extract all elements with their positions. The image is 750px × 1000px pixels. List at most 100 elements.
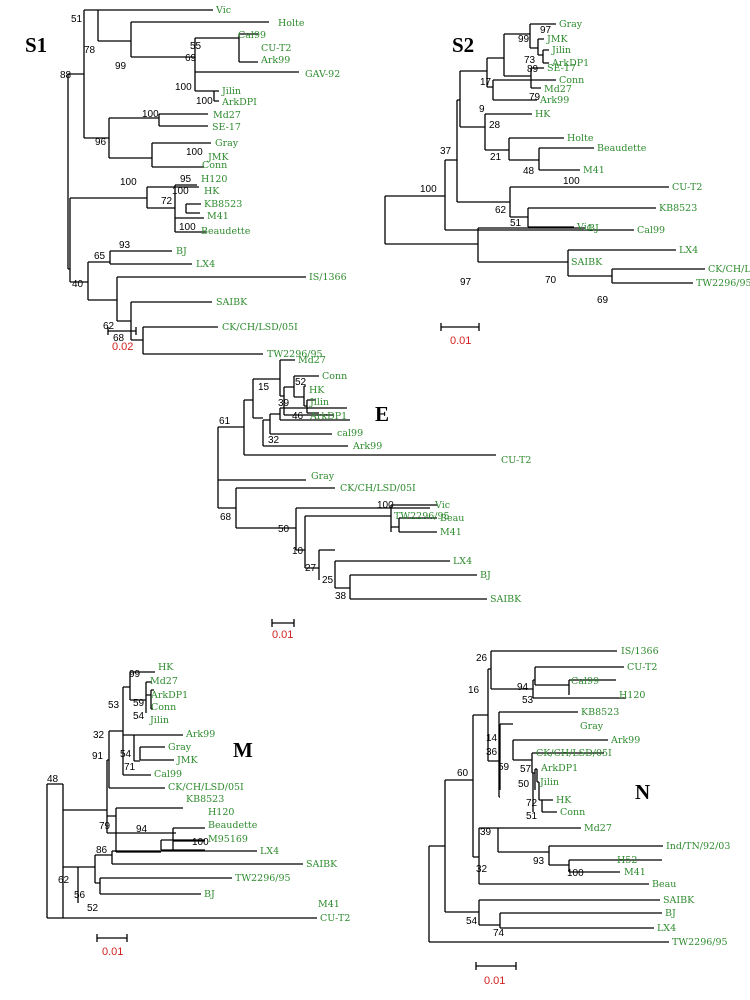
leaf-label: Jilin [309,397,329,408]
panel-label: N [635,780,650,804]
leaf-label: Ark99 [352,441,382,452]
bootstrap-value: 39 [278,398,290,409]
bootstrap-value: 69 [597,295,609,306]
leaf-label: M41 [207,211,229,222]
scale-bar-label: 0.01 [272,629,293,641]
bootstrap-value: 74 [493,928,505,939]
leaf-label: IS/1366 [309,272,347,283]
leaf-label: CK/CH/LSD/05I [168,782,244,793]
leaf-label: SAIBK [306,859,338,870]
leaf-label: Beau [652,879,676,890]
leaf-label: Md27 [213,110,241,121]
leaf-label: CK/CH/LSD/05I [222,322,298,333]
leaf-label: CU-T2 [627,662,657,673]
bootstrap-value: 99 [115,61,127,72]
scale-bar-label: 0.01 [450,335,471,347]
leaf-label: TW2296/95 [267,349,323,360]
leaf-label: TW2296/95 [235,873,291,884]
bootstrap-value: 100 [179,222,196,233]
bootstrap-value: 97 [540,25,552,36]
leaf-label: Conn [560,807,585,818]
bootstrap-value: 32 [268,435,280,446]
leaf-label: Vic [215,5,231,16]
leaf-label: LX4 [260,846,279,857]
bootstrap-value: 16 [468,685,480,696]
bootstrap-value: 56 [74,890,86,901]
bootstrap-value: 89 [527,64,539,75]
bootstrap-value: 32 [476,864,488,875]
leaf-label: ArkDP1 [150,690,188,701]
leaf-label: CK/CH/LSD/05I [708,264,750,275]
bootstrap-value: 68 [220,512,232,523]
bootstrap-value: 100 [142,109,159,120]
bootstrap-value: 65 [94,251,106,262]
bootstrap-value: 78 [84,45,96,56]
bootstrap-value: 68 [113,333,125,344]
leaf-label: TW2296/95 [672,937,728,948]
bootstrap-value: 40 [72,279,84,290]
bootstrap-value: 54 [133,711,145,722]
bootstrap-value: 96 [95,137,107,148]
leaf-label: Gray [559,19,583,30]
leaf-label: LX4 [453,556,472,567]
leaf-label: LX4 [657,923,676,934]
bootstrap-value: 10 [292,546,304,557]
leaf-label: Md27 [584,823,612,834]
bootstrap-value: 14 [486,733,498,744]
leaf-label: Gray [215,138,239,149]
leaf-label: SE-17 [547,63,576,74]
leaf-label: TW2296/95 [696,278,750,289]
leaf-label: GAV-92 [305,69,340,80]
leaf-label: M41 [583,165,605,176]
bootstrap-value: 15 [258,382,270,393]
leaf-label: SAIBK [490,594,522,605]
bootstrap-value: 99 [129,669,141,680]
bootstrap-value: 93 [119,240,131,251]
leaf-label: BJ [588,223,599,234]
leaf-label: Md27 [298,355,326,366]
leaf-label: Conn [559,75,584,86]
scale-bar-label: 0.01 [102,946,123,958]
leaf-label: TW2296/95 [394,511,450,522]
leaf-label: JMK [207,152,230,163]
bootstrap-value: 86 [96,845,108,856]
bootstrap-value: 100 [120,177,137,188]
bootstrap-value: 72 [161,196,173,207]
bootstrap-value: 99 [518,34,530,45]
bootstrap-value: 9 [479,104,485,115]
bootstrap-value: 50 [278,524,290,535]
bootstrap-value: 50 [518,779,530,790]
leaf-label: Cal99 [571,676,599,687]
scale-bar [96,934,128,942]
bootstrap-value: 100 [175,82,192,93]
bootstrap-value: 62 [103,321,115,332]
leaf-label: Vic [576,222,592,233]
scale-bar [475,962,517,970]
bootstrap-value: 100 [196,96,213,107]
tree-panel-m: M HK Md27 ArkDP1 Conn Jilin Ark99 Gray J… [46,662,350,958]
bootstrap-value: 100 [563,176,580,187]
leaf-label: SAIBK [216,297,248,308]
tree-panel-s1: S1 Vic Holte Cal99 CU-T2 Ark99 GAV-92 Ji… [25,5,347,360]
bootstrap-value: 88 [60,70,72,81]
leaf-label: CU-T2 [261,43,291,54]
leaf-label: M41 [440,527,462,538]
leaf-label: SAIBK [663,895,695,906]
leaf-label: KB8523 [581,707,619,718]
leaf-label: ArkDP1 [551,58,589,69]
bootstrap-value: 100 [567,868,584,879]
leaf-label: Ark99 [185,729,215,740]
bootstrap-value: 46 [292,411,304,422]
leaf-label: M41 [624,867,646,878]
leaf-label: KB8523 [659,203,697,214]
bootstrap-value: 52 [295,377,307,388]
bootstrap-value: 54 [120,749,132,760]
leaf-label: BJ [665,908,676,919]
bootstrap-value: 97 [460,277,472,288]
bootstrap-value: 37 [440,146,452,157]
leaf-label: Holte [567,133,594,144]
bootstrap-value: 32 [93,730,105,741]
bootstrap-value: 53 [108,700,120,711]
leaf-label: KB8523 [186,794,224,805]
leaf-label: CU-T2 [672,182,702,193]
